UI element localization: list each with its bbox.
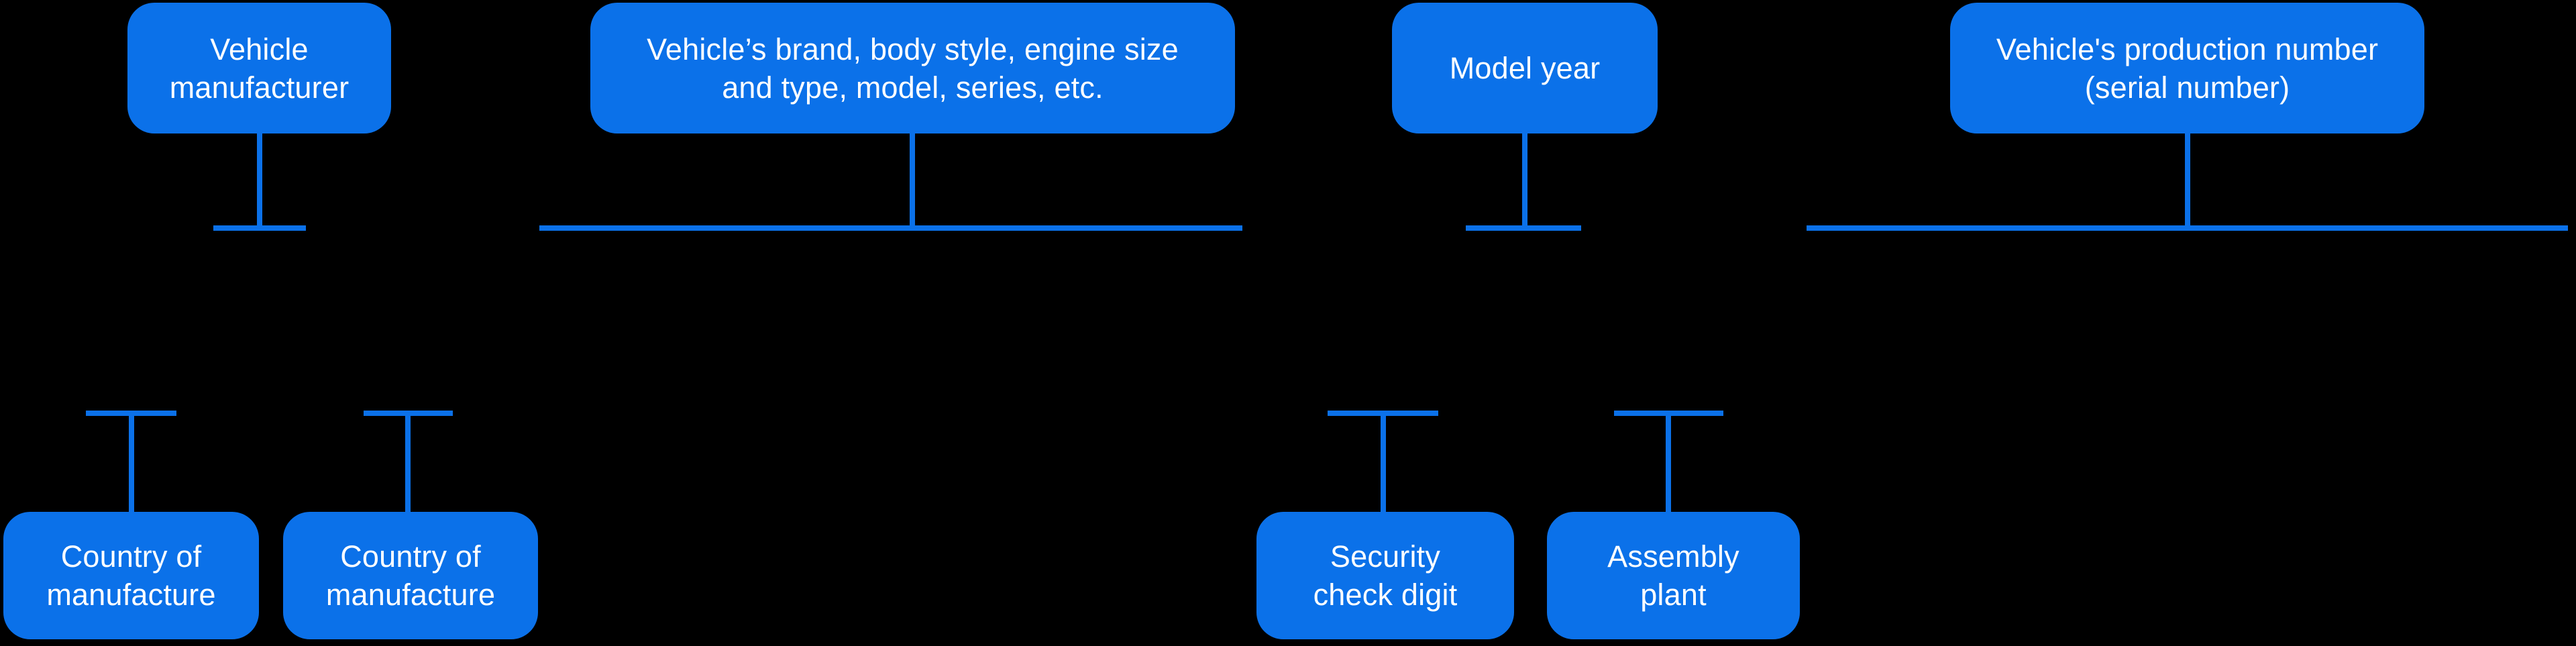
node-label-line: Country of bbox=[340, 539, 481, 574]
connector-bar-vehicle-manufacturer bbox=[213, 225, 306, 231]
node-label-line: Assembly bbox=[1607, 539, 1739, 574]
connector-stem-country-2 bbox=[405, 413, 411, 512]
node-label-line: Model year bbox=[1449, 51, 1601, 85]
connector-stem-production-number bbox=[2185, 133, 2190, 228]
node-assembly-plant: Assembly plant bbox=[1547, 512, 1800, 639]
connector-stem-country-1 bbox=[129, 413, 134, 512]
connector-bar-production-number bbox=[1807, 225, 2568, 231]
connector-stem-assembly-plant bbox=[1666, 413, 1671, 512]
node-label-line: and type, model, series, etc. bbox=[722, 70, 1104, 105]
node-vehicle-attributes: Vehicle’s brand, body style, engine size… bbox=[590, 3, 1235, 133]
node-label-line: manufacture bbox=[46, 578, 216, 612]
node-label-line: Vehicle’s brand, body style, engine size bbox=[647, 32, 1179, 66]
connector-stem-security-check-digit bbox=[1381, 413, 1386, 512]
connector-bar-vehicle-attributes bbox=[539, 225, 1242, 231]
node-security-check-digit: Security check digit bbox=[1256, 512, 1514, 639]
connector-stem-model-year bbox=[1522, 133, 1527, 228]
node-label-line: plant bbox=[1640, 578, 1707, 612]
connector-stem-vehicle-manufacturer bbox=[257, 133, 262, 228]
node-label-line: manufacturer bbox=[169, 70, 350, 105]
connector-stem-vehicle-attributes bbox=[910, 133, 915, 228]
node-country-of-manufacture-1: Country of manufacture bbox=[3, 512, 259, 639]
node-country-of-manufacture-2: Country of manufacture bbox=[283, 512, 538, 639]
node-label-line: check digit bbox=[1313, 578, 1458, 612]
node-label-line: (serial number) bbox=[2084, 70, 2290, 105]
node-label-line: Vehicle bbox=[210, 32, 309, 66]
connector-bar-model-year bbox=[1466, 225, 1581, 231]
node-model-year: Model year bbox=[1392, 3, 1658, 133]
node-label-line: Vehicle's production number bbox=[1996, 32, 2379, 66]
node-vehicle-manufacturer: Vehicle manufacturer bbox=[127, 3, 391, 133]
node-label-line: Security bbox=[1330, 539, 1441, 574]
node-production-number: Vehicle's production number (serial numb… bbox=[1950, 3, 2424, 133]
node-label-line: manufacture bbox=[325, 578, 496, 612]
node-label-line: Country of bbox=[60, 539, 202, 574]
